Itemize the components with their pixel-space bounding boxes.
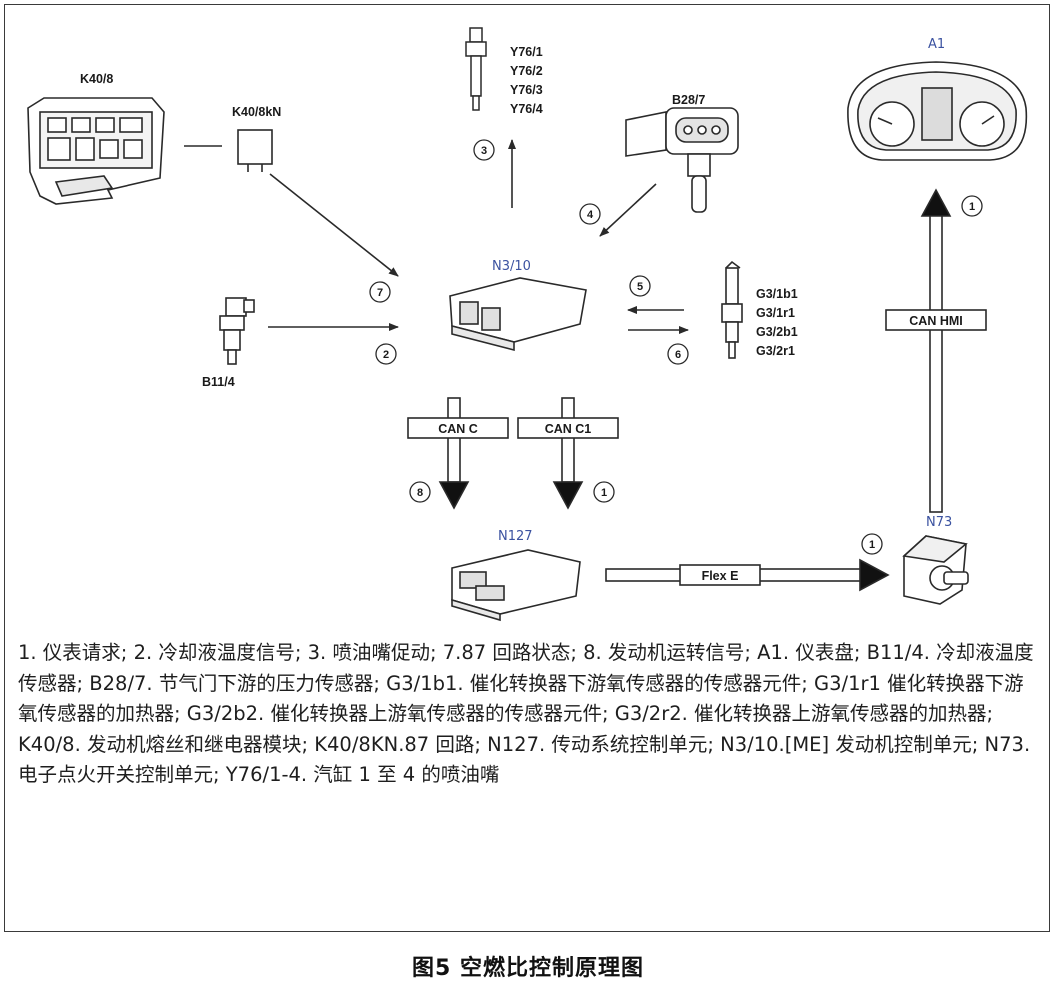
- legend-text: 1. 仪表请求; 2. 冷却液温度信号; 3. 喷油嘴促动; 7.87 回路状态…: [18, 641, 1034, 786]
- arrow-b28-to-ecu: [599, 183, 657, 237]
- label-y76-4: Y76/4: [510, 102, 543, 116]
- can-hmi-bus: [885, 188, 987, 513]
- flex-e-bus: [605, 558, 890, 592]
- can-c-label: CAN C: [438, 422, 478, 436]
- figure-caption: 图5 空燃比控制原理图: [412, 956, 644, 981]
- engine-control-unit-icon: [449, 277, 587, 352]
- can-c-bus: [407, 397, 509, 510]
- signal-8-badge: [409, 481, 431, 503]
- signal-2-number: 2: [383, 349, 389, 361]
- flex-e-label: Flex E: [702, 569, 739, 583]
- label-n127: N127: [498, 529, 533, 544]
- control-diagram: K40/8 K40/8kN Y76/1 Y76/2 Y76/3 Y76/4 B2…: [27, 27, 1028, 622]
- signal-1-badge-can-hmi: [961, 195, 983, 217]
- injector-icon: [465, 27, 487, 111]
- label-n73: N73: [926, 515, 952, 530]
- signal-1-number-can-c1: 1: [601, 487, 607, 499]
- label-g3-2b1: G3/2b1: [756, 325, 798, 339]
- label-b11-4: B11/4: [202, 375, 235, 389]
- drivetrain-control-unit-icon: [451, 549, 581, 622]
- k40-8kn-relay-icon: [237, 129, 273, 172]
- can-c1-label: CAN C1: [545, 422, 592, 436]
- label-g3-2r1: G3/2r1: [756, 344, 795, 358]
- signal-4-badge: [579, 203, 601, 225]
- can-hmi-label: CAN HMI: [909, 314, 962, 328]
- signal-7-number: 7: [377, 287, 383, 299]
- label-y76-1: Y76/1: [510, 45, 543, 59]
- instrument-cluster-icon: [847, 61, 1028, 161]
- signal-2-badge: [375, 343, 397, 365]
- signal-5-badge: [629, 275, 651, 297]
- signal-1-number-can-hmi: 1: [969, 201, 975, 213]
- label-n3-10: N3/10: [492, 259, 531, 274]
- ignition-switch-icon: [902, 535, 969, 605]
- signal-6-number: 6: [675, 349, 681, 361]
- label-y76-3: Y76/3: [510, 83, 543, 97]
- coolant-temperature-sensor-icon: [219, 297, 255, 365]
- signal-7-badge: [369, 281, 391, 303]
- signal-6-badge: [667, 343, 689, 365]
- label-k40-8kn: K40/8kN: [232, 105, 281, 119]
- signal-5-number: 5: [637, 281, 643, 293]
- label-k40-8: K40/8: [80, 72, 113, 86]
- label-g3-1b1: G3/1b1: [756, 287, 798, 301]
- pressure-sensor-icon: [625, 107, 739, 213]
- signal-1-badge-can-c1: [593, 481, 615, 503]
- label-a1: A1: [928, 37, 945, 52]
- signal-1-badge-flex-e: [861, 533, 883, 555]
- signal-1-number-flex-e: 1: [869, 539, 875, 551]
- label-b28-7: B28/7: [672, 93, 705, 107]
- label-g3-1r1: G3/1r1: [756, 306, 795, 320]
- can-c1-bus: [517, 397, 619, 510]
- oxygen-sensor-icon: [721, 260, 743, 359]
- signal-8-number: 8: [417, 487, 423, 499]
- signal-3-badge: [473, 139, 495, 161]
- label-y76-2: Y76/2: [510, 64, 543, 78]
- signal-3-number: 3: [481, 145, 487, 157]
- arrow-k40-to-ecu: [269, 173, 399, 277]
- signal-4-number: 4: [587, 209, 594, 221]
- k40-8-fuse-relay-module-icon: [27, 97, 165, 205]
